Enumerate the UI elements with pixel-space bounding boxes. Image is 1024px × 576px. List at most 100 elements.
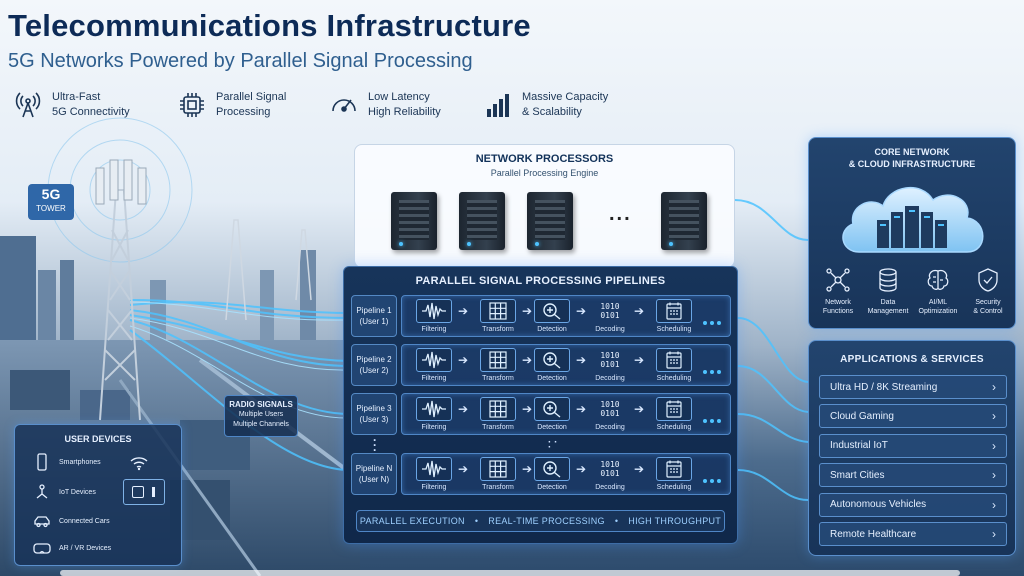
5g-tower-badge: 5G TOWER	[28, 184, 74, 220]
arrow-right-icon: ➔	[634, 462, 645, 476]
footer-item: PARALLEL EXECUTION	[359, 516, 465, 526]
ud-item-smartphones: Smartphones	[33, 453, 101, 471]
ud-item-arvr: AR / VR Devices	[33, 539, 111, 557]
badge-small: TOWER	[36, 204, 66, 213]
app-item-label: Cloud Gaming	[830, 410, 894, 422]
stage-label: Filtering	[421, 484, 447, 491]
core-title-line1: CORE NETWORK	[874, 147, 950, 157]
radio-title: RADIO SIGNALS	[229, 400, 293, 409]
core-icon-security: Security & Control	[963, 266, 1013, 316]
stage-label: Detection	[537, 424, 567, 431]
magnifier-icon	[543, 461, 561, 478]
stage-label: Scheduling	[656, 484, 692, 491]
app-item[interactable]: Autonomous Vehicles ›	[819, 492, 1007, 517]
feature-line1: Low Latency	[368, 91, 430, 103]
stage-label: Decoding	[595, 484, 625, 491]
pipeline-name: Pipeline 3	[356, 404, 392, 413]
radio-signals-box: RADIO SIGNALS Multiple Users Multiple Ch…	[224, 395, 298, 437]
grid-icon	[489, 400, 507, 418]
stage-box	[534, 457, 570, 481]
output-signal-icon	[702, 362, 726, 374]
chevron-right-icon: ›	[992, 497, 996, 512]
feature-line2: Processing	[216, 106, 271, 118]
footer-separator: •	[474, 516, 479, 526]
calendar-icon	[666, 302, 682, 320]
core-title: CORE NETWORK & CLOUD INFRASTRUCTURE	[809, 146, 1015, 170]
pipeline-user: (User 1)	[359, 317, 389, 326]
server-icon	[391, 192, 437, 250]
stage-label: Decoding	[595, 326, 625, 333]
waveform-icon	[422, 351, 446, 369]
stage-label: Transform	[482, 375, 514, 382]
pipeline-dotted-ellipsis: · ··	[548, 437, 558, 453]
stage-label: Scheduling	[656, 424, 692, 431]
pipelines-panel: PARALLEL SIGNAL PROCESSING PIPELINES Pip…	[343, 266, 738, 544]
footer-item: HIGH THROUGHPUT	[628, 516, 722, 526]
stage-label: Detection	[537, 484, 567, 491]
pipeline-vertical-ellipsis: ···	[373, 433, 377, 457]
core-title-line2: & CLOUD INFRASTRUCTURE	[848, 159, 976, 169]
gauge-icon	[332, 99, 356, 112]
stage-label: Transform	[482, 326, 514, 333]
pipeline-user: (User 3)	[359, 415, 389, 424]
binary-bottom: 0101	[600, 311, 620, 320]
output-signal-icon	[702, 313, 726, 325]
chevron-right-icon: ›	[992, 380, 996, 394]
app-item[interactable]: Remote Healthcare›	[819, 522, 1007, 546]
smart-device-icon	[123, 479, 165, 505]
applications-panel: APPLICATIONS & SERVICES Ultra HD / 8K St…	[808, 340, 1016, 556]
stage-box	[534, 299, 570, 323]
arrow-right-icon: ➔	[458, 353, 469, 367]
network-nodes-icon	[826, 268, 850, 292]
bars-icon	[487, 94, 509, 117]
network-processors-panel: NETWORK PROCESSORS Parallel Processing E…	[354, 144, 735, 268]
grid-icon	[489, 302, 507, 320]
stage-box	[416, 299, 452, 323]
stage-box	[534, 397, 570, 421]
chevron-right-icon: ›	[992, 468, 996, 483]
stage-box	[416, 457, 452, 481]
smartphone-icon	[37, 453, 47, 471]
stage-label: Transform	[482, 424, 514, 431]
stage-label: Filtering	[421, 375, 447, 382]
arrow-right-icon: ➔	[522, 353, 533, 367]
feature-line2: 5G Connectivity	[52, 106, 130, 118]
stage-label: Scheduling	[656, 326, 692, 333]
page-title: Telecommunications Infrastructure	[8, 8, 531, 43]
stage-label: Detection	[537, 326, 567, 333]
core-label-line1: Network	[825, 299, 851, 306]
binary-bottom: 0101	[600, 469, 620, 478]
core-network-panel: CORE NETWORK & CLOUD INFRASTRUCTURE Netw…	[808, 137, 1016, 329]
core-label-line1: AI/ML	[928, 299, 948, 306]
pipeline-user: (User 2)	[359, 366, 389, 375]
app-item[interactable]: Smart Cities ›	[819, 463, 1007, 488]
stage-label: Detection	[537, 375, 567, 382]
cloud-icon	[842, 186, 984, 253]
binary-top: 1010	[600, 460, 620, 469]
feature-line2: High Reliability	[368, 106, 441, 118]
ud-label: IoT Devices	[59, 488, 96, 496]
apps-title: APPLICATIONS & SERVICES	[840, 354, 984, 365]
app-item[interactable]: Cloud Gaming›	[819, 404, 1007, 429]
calendar-icon	[666, 460, 682, 478]
binary-bottom: 0101	[600, 409, 620, 418]
magnifier-icon	[543, 352, 561, 369]
app-item[interactable]: Industrial IoT›	[819, 433, 1007, 458]
server-icon	[459, 192, 505, 250]
app-item-label: Smart Cities	[830, 469, 885, 481]
core-icon-ai-ml: AI/ML Optimization	[913, 266, 963, 316]
stage-box	[656, 397, 692, 421]
app-item-label: Autonomous Vehicles	[830, 499, 927, 511]
radio-line1: Multiple Users	[238, 411, 284, 418]
stage-box	[534, 348, 570, 372]
arrow-right-icon: ➔	[458, 462, 469, 476]
arrow-right-icon: ➔	[458, 304, 469, 318]
app-item[interactable]: Ultra HD / 8K Streaming›	[819, 375, 1007, 399]
